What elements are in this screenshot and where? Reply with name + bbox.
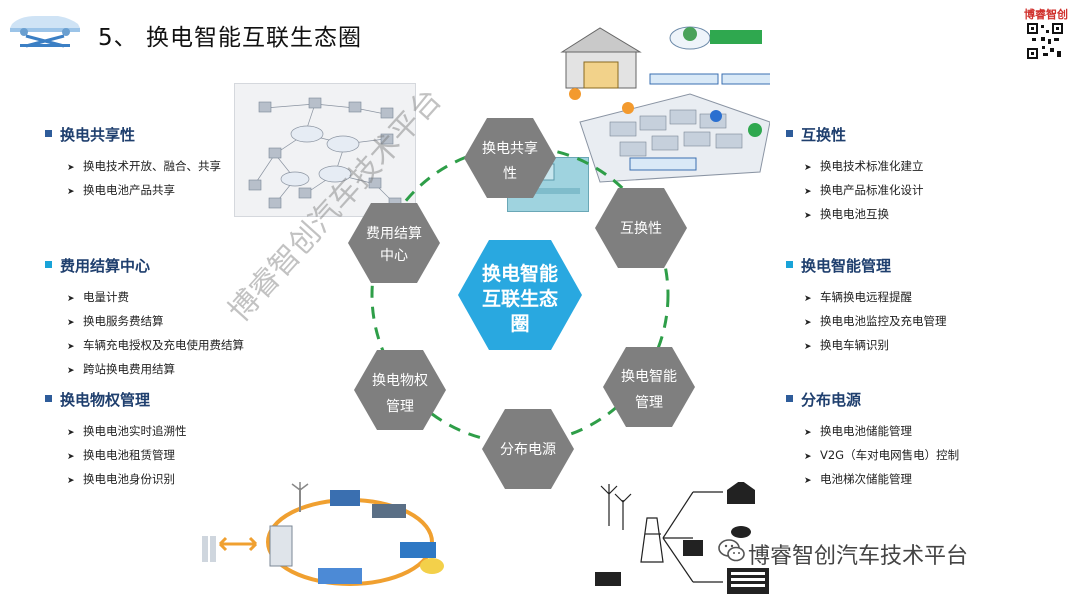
arrowhead-bullet-icon: ➤ [67, 318, 75, 328]
section-property: 换电物权管理 ➤换电电池实时追溯性 ➤换电电池租赁管理 ➤换电电池身份识别 [45, 389, 187, 492]
svg-text:管理: 管理 [386, 399, 414, 415]
svg-text:分布电源: 分布电源 [500, 442, 556, 458]
svg-text:换电共享: 换电共享 [482, 140, 538, 157]
list-item: ➤换电服务费结算 [67, 310, 244, 334]
svg-text:互换性: 互换性 [620, 220, 662, 237]
list-item: ➤换电技术标准化建立 [804, 155, 924, 179]
section-heading: 换电智能管理 [801, 257, 892, 275]
arrowhead-bullet-icon: ➤ [804, 342, 812, 352]
section-square-icon [45, 395, 52, 402]
list-item: ➤车辆充电授权及充电使用费结算 [67, 334, 244, 358]
hex-smart-manage: 换电智能 管理 [603, 347, 695, 427]
hex-billing: 费用结算 中心 [348, 203, 440, 283]
list-item: ➤电池梯次储能管理 [804, 468, 959, 492]
qr-code-icon [1026, 22, 1064, 60]
svg-text:换电智能: 换电智能 [482, 262, 558, 285]
section-share: 换电共享性 ➤换电技术开放、融合、共享 ➤换电电池产品共享 [45, 124, 221, 203]
arrowhead-bullet-icon: ➤ [804, 428, 812, 438]
arrowhead-bullet-icon: ➤ [804, 211, 812, 221]
hex-distributed: 分布电源 [482, 409, 574, 489]
list-item: ➤换电电池监控及充电管理 [804, 310, 947, 334]
arrowhead-bullet-icon: ➤ [67, 366, 75, 376]
battery-station-image [560, 26, 770, 183]
list-item: ➤换电电池身份识别 [67, 468, 187, 492]
car-lift-logo-icon [10, 16, 80, 48]
svg-text:费用结算: 费用结算 [366, 226, 422, 242]
list-item: ➤车辆换电远程提醒 [804, 286, 947, 310]
arrowhead-bullet-icon: ➤ [67, 476, 75, 486]
svg-text:中心: 中心 [380, 248, 408, 264]
section-heading: 分布电源 [801, 391, 862, 409]
hex-interchange: 互换性 [595, 188, 687, 268]
section-smart-manage: 换电智能管理 ➤车辆换电远程提醒 ➤换电电池监控及充电管理 ➤换电车辆识别 [786, 255, 947, 358]
arrowhead-bullet-icon: ➤ [804, 476, 812, 486]
page-title: 5、 换电智能互联生态圈 [98, 25, 362, 51]
section-distributed: 分布电源 ➤换电电池储能管理 ➤V2G（车对电网售电）控制 ➤电池梯次储能管理 [786, 389, 959, 492]
svg-text:性: 性 [503, 166, 517, 182]
arrowhead-bullet-icon: ➤ [67, 187, 75, 197]
section-square-icon [45, 261, 52, 268]
section-interchange: 互换性 ➤换电技术标准化建立 ➤换电产品标准化设计 ➤换电电池互换 [786, 124, 924, 227]
section-square-icon [786, 395, 793, 402]
list-item: ➤换电电池储能管理 [804, 420, 959, 444]
arrowhead-bullet-icon: ➤ [67, 294, 75, 304]
list-item: ➤换电电池租赁管理 [67, 444, 187, 468]
list-item: ➤换电电池产品共享 [67, 179, 221, 203]
svg-text:管理: 管理 [635, 395, 663, 411]
section-heading: 换电物权管理 [60, 391, 151, 409]
section-square-icon [45, 130, 52, 137]
arrowhead-bullet-icon: ➤ [67, 428, 75, 438]
svg-text:圈: 圈 [510, 313, 529, 335]
section-heading: 换电共享性 [60, 126, 136, 144]
power-grid-image [595, 482, 769, 594]
arrowhead-bullet-icon: ➤ [804, 187, 812, 197]
svg-text:互联生态: 互联生态 [482, 287, 558, 310]
arrowhead-bullet-icon: ➤ [67, 163, 75, 173]
section-billing: 费用结算中心 ➤电量计费 ➤换电服务费结算 ➤车辆充电授权及充电使用费结算 ➤跨… [45, 255, 244, 382]
list-item: ➤换电电池实时追溯性 [67, 420, 187, 444]
list-item: ➤电量计费 [67, 286, 244, 310]
arrowhead-bullet-icon: ➤ [67, 342, 75, 352]
list-item: ➤换电技术开放、融合、共享 [67, 155, 221, 179]
arrowhead-bullet-icon: ➤ [804, 318, 812, 328]
network-topology-image [234, 83, 416, 217]
brand-name: 博睿智创 [1024, 8, 1068, 21]
list-item: ➤换电车辆识别 [804, 334, 947, 358]
ecosystem-diagram: 换电智能 互联生态 圈 换电共享 性 互换性 换电智能 管理 分布电源 换电物权… [348, 118, 695, 489]
arrowhead-bullet-icon: ➤ [804, 163, 812, 173]
list-item: ➤换电电池互换 [804, 203, 924, 227]
section-square-icon [786, 130, 793, 137]
section-square-icon [786, 261, 793, 268]
hex-property: 换电物权 管理 [354, 350, 446, 430]
section-heading: 互换性 [801, 126, 847, 144]
section-heading: 费用结算中心 [60, 257, 151, 275]
arrowhead-bullet-icon: ➤ [804, 452, 812, 462]
energy-loop-image [202, 482, 444, 586]
wechat-icon [718, 539, 745, 562]
list-item: ➤跨站换电费用结算 [67, 358, 244, 382]
arrowhead-bullet-icon: ➤ [804, 294, 812, 304]
arrowhead-bullet-icon: ➤ [67, 452, 75, 462]
svg-text:换电智能: 换电智能 [621, 368, 677, 385]
list-item: ➤换电产品标准化设计 [804, 179, 924, 203]
footer-brand: 博睿智创汽车技术平台 [748, 544, 969, 569]
list-item: ➤V2G（车对电网售电）控制 [804, 444, 959, 468]
hex-share: 换电共享 性 [464, 118, 556, 198]
svg-text:换电物权: 换电物权 [372, 372, 428, 389]
hex-center: 换电智能 互联生态 圈 [458, 240, 582, 350]
